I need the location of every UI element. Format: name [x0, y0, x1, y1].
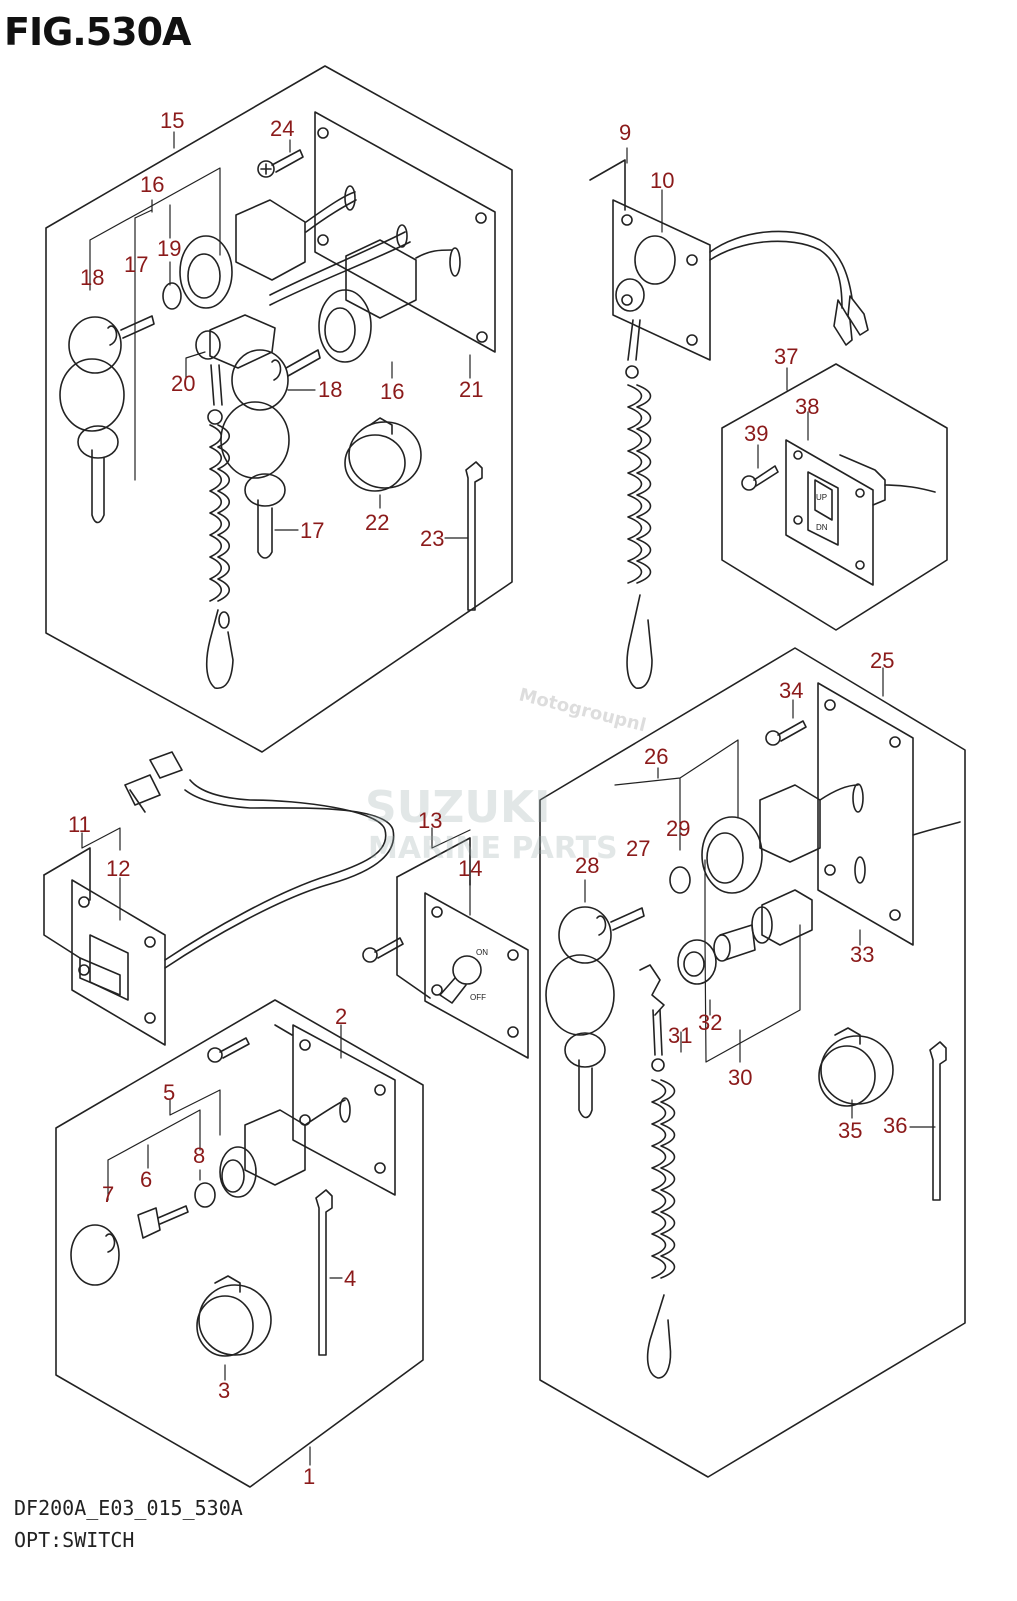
switch-group-25 [669, 682, 961, 985]
callout-12: 12 [106, 856, 130, 881]
callout-24: 23 [420, 526, 444, 551]
label-dn: DN [816, 523, 828, 532]
callout-18: 18 [80, 265, 104, 290]
callout-36: 36 [883, 1113, 907, 1138]
callout-23: 22 [365, 510, 389, 535]
key-7 [70, 1224, 120, 1286]
screw-34 [765, 720, 807, 746]
cable-tie-24 [465, 461, 483, 611]
label-off: OFF [470, 993, 486, 1002]
watermark-site: Motogroupnl [517, 684, 648, 736]
callout-7: 7 [102, 1182, 114, 1207]
figure-subtitle: OPT:SWITCH [14, 1528, 135, 1552]
callout-31: 31 [668, 1023, 692, 1048]
callout-39: 39 [744, 421, 768, 446]
screw-22 [257, 149, 304, 178]
label-on: ON [476, 948, 488, 957]
label-up: UP [816, 493, 827, 502]
key-set-28 [545, 906, 645, 1119]
callout-35: 35 [838, 1118, 862, 1143]
key-6 [137, 1205, 189, 1239]
switch-group-13 [396, 837, 529, 1059]
callout-18-center: 18 [318, 377, 342, 402]
group-box-1 [55, 999, 424, 1488]
leader-lines [81, 131, 936, 1466]
watermark: SUZUKI MARINE PARTS Motogroupnl [365, 684, 648, 866]
key-set-center [220, 349, 321, 559]
model-code: DF200A_E03_015_530A [14, 1496, 243, 1520]
cable-tie-36 [929, 1041, 947, 1201]
callout-16: 16 [140, 172, 164, 197]
callout-27: 27 [626, 836, 650, 861]
callout-37: 37 [774, 344, 798, 369]
watermark-brand: SUZUKI [365, 782, 551, 833]
trim-switch-38 [785, 439, 936, 586]
callout-4: 4 [344, 1266, 356, 1291]
callout-17-center: 17 [300, 518, 324, 543]
callout-13: 13 [418, 808, 442, 833]
screw-2 [207, 1037, 250, 1063]
watermark-line: MARINE PARTS [368, 831, 618, 866]
callout-16-center: 16 [380, 379, 404, 404]
cap-3 [196, 1275, 272, 1357]
callout-14: 14 [458, 856, 482, 881]
callout-10: 10 [650, 168, 674, 193]
callout-19: 19 [157, 236, 181, 261]
callout-9: 9 [619, 120, 631, 145]
cap-35 [818, 1027, 894, 1107]
callout-30: 30 [728, 1065, 752, 1090]
group-box-37 [721, 363, 948, 631]
switch-group-2 [194, 1024, 396, 1208]
stop-switch-9 [589, 159, 869, 689]
callout-11: 11 [68, 812, 91, 837]
callout-5: 5 [163, 1080, 175, 1105]
lanyard-31 [639, 964, 676, 1379]
callout-17: 17 [124, 252, 148, 277]
callout-29: 29 [666, 816, 690, 841]
switch-group-11 [43, 751, 395, 1046]
figure-title: FIG.530A [4, 10, 191, 54]
callout-22: 24 [270, 116, 294, 141]
callout-8: 8 [193, 1143, 205, 1168]
callout-34: 34 [779, 678, 803, 703]
callout-15: 15 [160, 108, 184, 133]
callout-6: 6 [140, 1167, 152, 1192]
callout-2: 2 [335, 1004, 347, 1029]
callout-3: 3 [218, 1378, 230, 1403]
cap-23 [344, 417, 422, 492]
callout-28: 28 [575, 853, 599, 878]
key-set-left [59, 282, 182, 524]
callout-20: 20 [171, 371, 195, 396]
callout-26: 26 [644, 744, 668, 769]
callout-32: 32 [698, 1010, 722, 1035]
callout-25: 25 [870, 648, 894, 673]
callout-21: 21 [459, 377, 483, 402]
screw-39 [741, 465, 779, 491]
callout-1: 1 [303, 1464, 315, 1489]
cable-tie-4 [315, 1189, 333, 1356]
group-box-25 [539, 647, 966, 1478]
group-box-15 [45, 65, 513, 753]
callout-33: 33 [850, 942, 874, 967]
callout-38: 38 [795, 394, 819, 419]
screw-14 [362, 937, 404, 963]
